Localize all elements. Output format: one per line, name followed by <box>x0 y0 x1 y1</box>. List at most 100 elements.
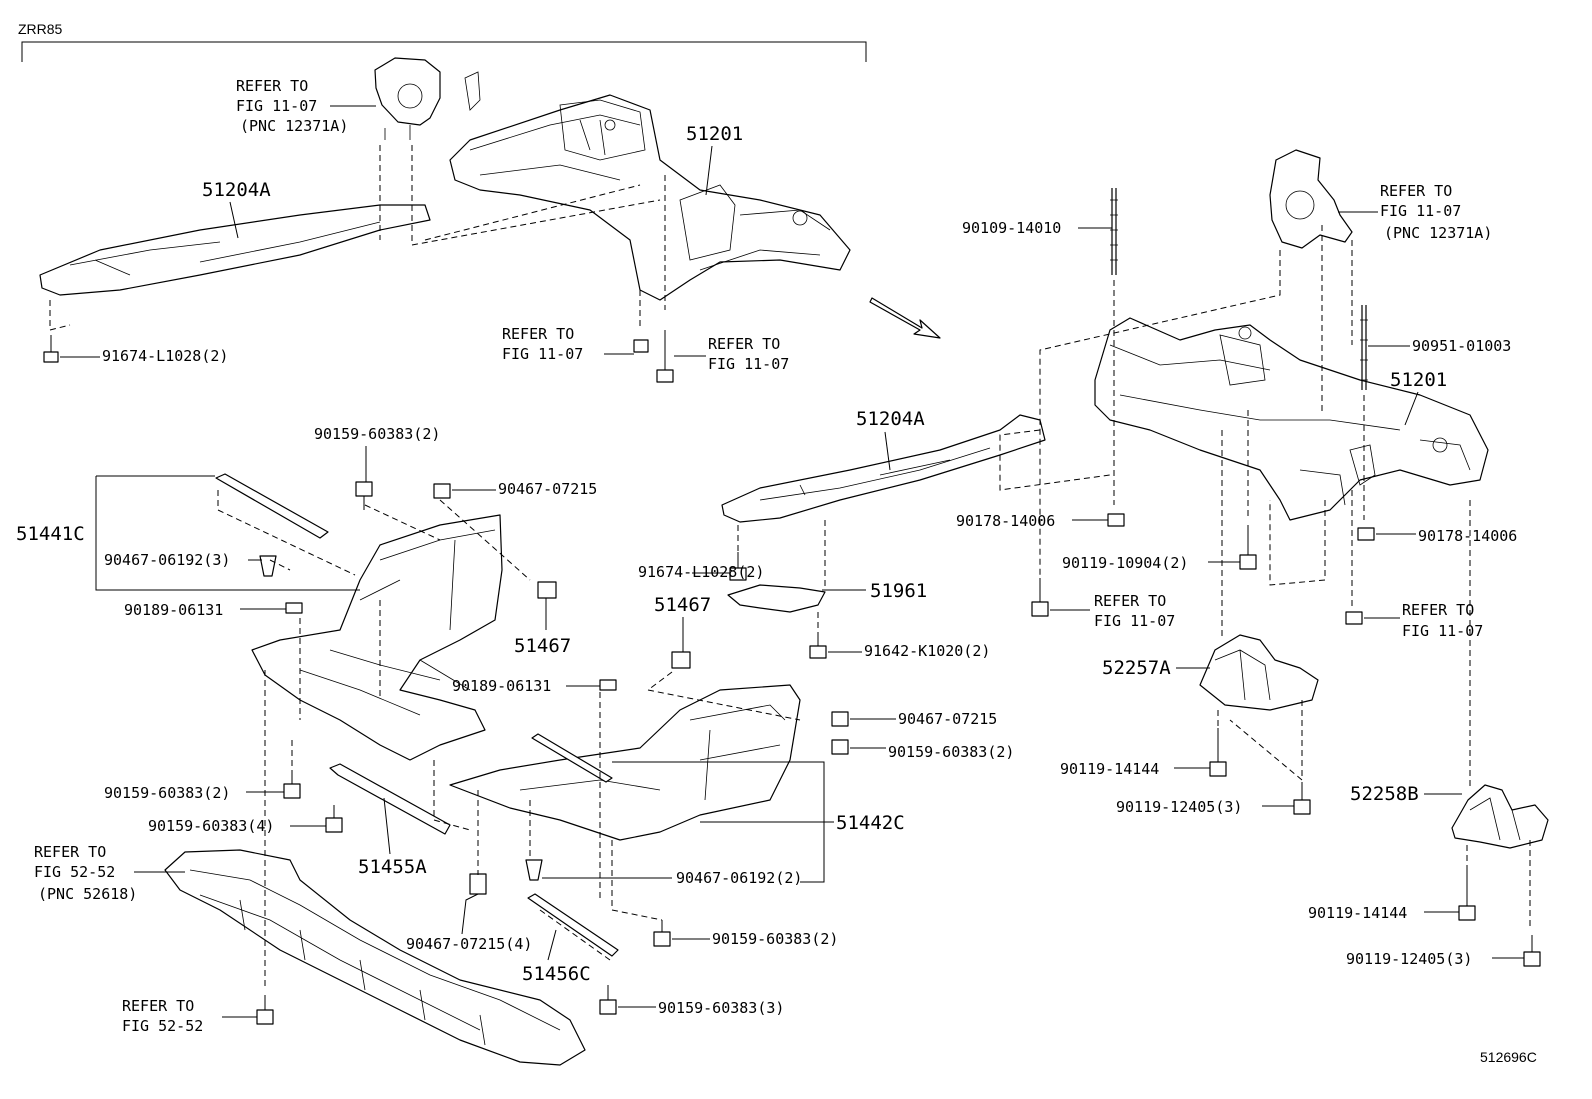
bolt-91674-upper[interactable] <box>43 335 59 363</box>
plate-51961[interactable] <box>727 584 826 613</box>
part-label-91674[interactable]: 91674-L1028(2) <box>102 347 228 365</box>
model-code: ZRR85 <box>18 21 63 37</box>
strip-51442c-upper[interactable] <box>531 733 613 783</box>
part-label-51455a[interactable]: 51455A <box>358 856 427 878</box>
bolt-90119-10904[interactable] <box>1239 525 1257 570</box>
part-label-90467-07215-mid[interactable]: 90467-07215 <box>898 710 997 728</box>
under-cover-lower[interactable] <box>164 849 586 1066</box>
bolt-refer-52-52[interactable] <box>256 995 274 1025</box>
bolt-90159-mid[interactable] <box>831 739 849 755</box>
bolt-90159-left[interactable] <box>283 770 301 799</box>
part-label-51456c[interactable]: 51456C <box>522 963 591 985</box>
refer-fig-label: FIG 11-07 <box>236 97 317 115</box>
bolt-90159-top[interactable] <box>355 481 373 510</box>
engine-mount-bracket-upper[interactable] <box>374 57 441 140</box>
part-label-51204a[interactable]: 51204A <box>202 179 271 201</box>
nut-90189-b[interactable] <box>599 679 617 691</box>
bolt-91674-lower[interactable] <box>729 552 747 581</box>
stud-90951[interactable] <box>1360 305 1368 390</box>
part-label-51201[interactable]: 51201 <box>1390 369 1447 391</box>
engine-mount-bracket-right[interactable] <box>1269 149 1353 249</box>
refer-to-label: REFER TO <box>1402 601 1474 619</box>
part-label-52258b[interactable]: 52258B <box>1350 783 1419 805</box>
part-label-90119-14144-a[interactable]: 90119-14144 <box>1060 760 1159 778</box>
part-label-51442c[interactable]: 51442C <box>836 812 905 834</box>
nut-90189-a[interactable] <box>285 602 303 614</box>
refer-fig-label: FIG 11-07 <box>1402 622 1483 640</box>
clip-90467-06192-b[interactable] <box>525 859 543 881</box>
bolt-90159-bot2[interactable] <box>653 920 671 947</box>
part-label-90178-a[interactable]: 90178-14006 <box>956 512 1055 530</box>
refer-fig-label: FIG 11-07 <box>502 345 583 363</box>
part-label-90951[interactable]: 90951-01003 <box>1412 337 1511 355</box>
nut-refer-right-b[interactable] <box>1345 611 1363 625</box>
strip-51441c-upper[interactable] <box>215 473 329 539</box>
crossmember-51201-lower[interactable] <box>1094 317 1489 521</box>
part-label-90159-60383-top[interactable]: 90159-60383(2) <box>314 425 440 443</box>
member-51204a-lower[interactable] <box>721 414 1046 523</box>
part-label-90467-06192-2[interactable]: 90467-06192(2) <box>676 869 802 887</box>
nut-90178-a[interactable] <box>1107 513 1125 527</box>
part-label-90109[interactable]: 90109-14010 <box>962 219 1061 237</box>
part-label-90467-06192-3[interactable]: 90467-06192(3) <box>104 551 230 569</box>
part-label-90159-60383-left[interactable]: 90159-60383(2) <box>104 784 230 802</box>
bolt-refer-right-a[interactable] <box>1031 578 1049 617</box>
member-51204a-upper[interactable] <box>39 204 431 296</box>
part-label-90467-07215-top[interactable]: 90467-07215 <box>498 480 597 498</box>
plate-51455a[interactable] <box>329 763 451 835</box>
part-label-90159-60383-4[interactable]: 90159-60383(4) <box>148 817 274 835</box>
part-label-90189-a[interactable]: 90189-06131 <box>124 601 223 619</box>
part-label-90159-60383-bot2[interactable]: 90159-60383(2) <box>712 930 838 948</box>
grommet-51467-a[interactable] <box>537 581 557 599</box>
part-label-51467-a[interactable]: 51467 <box>514 635 571 657</box>
part-label-90178-b[interactable]: 90178-14006 <box>1418 527 1517 545</box>
part-label-90119-12405-a[interactable]: 90119-12405(3) <box>1116 798 1242 816</box>
bolt-91642[interactable] <box>809 632 827 659</box>
bolt-90119-12405-b[interactable] <box>1523 935 1541 967</box>
part-label-90119-12405-b[interactable]: 90119-12405(3) <box>1346 950 1472 968</box>
refer-fig-label: FIG 11-07 <box>1380 202 1461 220</box>
bolt-90159-4[interactable] <box>325 805 343 833</box>
stud-90109[interactable] <box>1110 188 1118 275</box>
part-label-51441c[interactable]: 51441C <box>16 523 85 545</box>
refer-to-label: REFER TO <box>708 335 780 353</box>
clip-90467-06192[interactable] <box>259 555 277 577</box>
refer-to-label: REFER TO <box>122 997 194 1015</box>
part-label-51201[interactable]: 51201 <box>686 123 743 145</box>
part-label-90119-14144-b[interactable]: 90119-14144 <box>1308 904 1407 922</box>
bolt-upper-center[interactable] <box>656 330 674 383</box>
clip-90467-07215-4[interactable] <box>469 873 487 895</box>
bracket-52258b[interactable] <box>1451 784 1549 849</box>
dashed-lines-lower-left <box>217 490 801 990</box>
part-label-90159-60383-3[interactable]: 90159-60383(3) <box>658 999 784 1017</box>
refer-fig-label: FIG 11-07 <box>1094 612 1175 630</box>
refer-to-label: REFER TO <box>1380 182 1452 200</box>
refer-to-label: REFER TO <box>34 843 106 861</box>
plate-51456c[interactable] <box>527 893 619 957</box>
part-label-51467-b[interactable]: 51467 <box>654 594 711 616</box>
bolt-90159-3[interactable] <box>599 985 617 1015</box>
grommet-51467-b[interactable] <box>671 651 691 669</box>
part-label-52257a[interactable]: 52257A <box>1102 657 1171 679</box>
cover-51441c[interactable] <box>251 514 503 761</box>
part-label-90189-b[interactable]: 90189-06131 <box>452 677 551 695</box>
part-label-51961[interactable]: 51961 <box>870 580 927 602</box>
part-label-90159-60383-mid[interactable]: 90159-60383(2) <box>888 743 1014 761</box>
part-label-90467-07215-4[interactable]: 90467-07215(4) <box>406 935 532 953</box>
nut-90178-b[interactable] <box>1357 527 1375 541</box>
clip-90467-07215-mid[interactable] <box>831 711 849 727</box>
nut-upper-center[interactable] <box>633 339 649 353</box>
part-label-51204a[interactable]: 51204A <box>856 408 925 430</box>
refer-fig-label: FIG 52-52 <box>34 863 115 881</box>
refer-fig-label: FIG 52-52 <box>122 1017 203 1035</box>
bracket-52257a[interactable] <box>1199 634 1319 711</box>
part-label-91642[interactable]: 91642-K1020(2) <box>864 642 990 660</box>
bolt-90119-12405-a[interactable] <box>1293 782 1311 815</box>
crossmember-51201-upper[interactable] <box>449 71 851 301</box>
part-label-90119-10904[interactable]: 90119-10904(2) <box>1062 554 1188 572</box>
bolt-90119-14144-a[interactable] <box>1209 728 1227 777</box>
clip-90467-07215-top[interactable] <box>433 483 451 499</box>
bolt-90119-14144-b[interactable] <box>1458 868 1476 921</box>
part-label-91674[interactable]: 91674-L1028(2) <box>638 563 764 581</box>
